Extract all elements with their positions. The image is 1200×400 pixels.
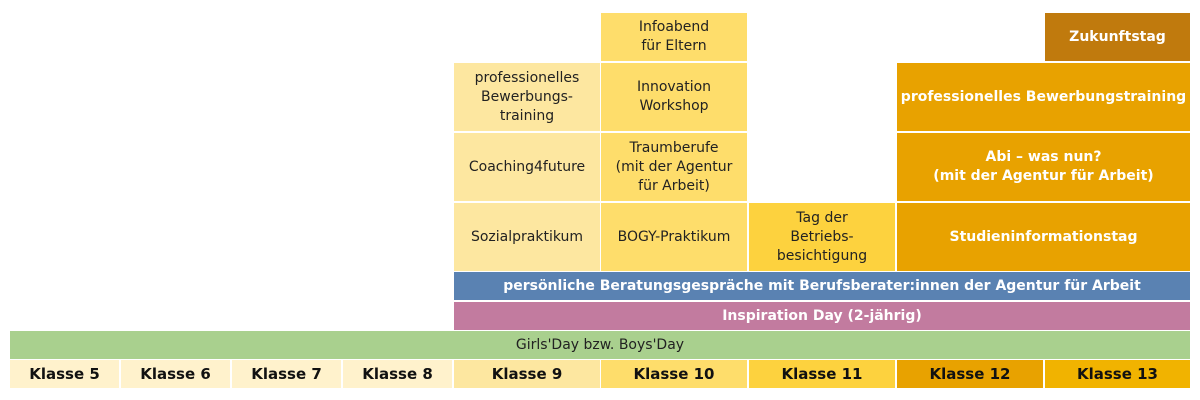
klasse-13-label: Klasse 13 [1076,364,1158,383]
bewerbung-k9-cell: professionelles Bewerbungs- training [454,63,600,131]
klasse-7-header: Klasse 7 [232,360,341,388]
inspiration-day-label: Inspiration Day (2-jährig) [722,307,922,324]
studieninformationstag-label: Studieninformationstag [949,228,1138,245]
betriebsbesichtigung-cell: Tag der Betriebs- besichtigung [749,203,895,271]
abi-was-nun-label: Abi – was nun? (mit der Agentur für Arbe… [933,149,1154,184]
betriebsbesichtigung-label: Tag der Betriebs- besichtigung [776,209,868,264]
klasse-11-header: Klasse 11 [749,360,895,388]
klasse-13-header: Klasse 13 [1045,360,1190,388]
klasse-5-label: Klasse 5 [29,364,100,383]
klasse-12-label: Klasse 12 [929,364,1011,383]
coaching4future-cell: Coaching4future [454,133,600,201]
klasse-12-header: Klasse 12 [897,360,1043,388]
klasse-9-header: Klasse 9 [454,360,600,388]
traumberufe-label: Traumberufe (mit der Agentur für Arbeit) [615,139,733,194]
bogy-praktikum-label: BOGY-Praktikum [617,228,731,245]
beratung-label: persönliche Beratungsgespräche mit Beruf… [503,277,1141,294]
inspiration-day-bar: Inspiration Day (2-jährig) [454,302,1190,330]
klasse-5-header: Klasse 5 [10,360,119,388]
bogy-praktikum-cell: BOGY-Praktikum [601,203,747,271]
innovation-workshop-cell: Innovation Workshop [601,63,747,131]
infoabend-label: Infoabend für Eltern [638,19,710,54]
girlsday-bar: Girls'Day bzw. Boys'Day [10,331,1190,359]
zukunftstag-cell: Zukunftstag [1045,13,1190,61]
innovation-workshop-label: Innovation Workshop [636,79,712,114]
klasse-8-header: Klasse 8 [343,360,452,388]
beratung-bar: persönliche Beratungsgespräche mit Beruf… [454,272,1190,300]
sozialpraktikum-cell: Sozialpraktikum [454,203,600,271]
traumberufe-cell: Traumberufe (mit der Agentur für Arbeit) [601,133,747,201]
klasse-7-label: Klasse 7 [251,364,322,383]
klasse-6-header: Klasse 6 [121,360,230,388]
klasse-9-label: Klasse 9 [491,364,563,383]
girlsday-label: Girls'Day bzw. Boys'Day [515,336,685,353]
bewerbung-k12-cell: professionelles Bewerbungstraining [897,63,1190,131]
bewerbung-k9-label: professionelles Bewerbungs- training [474,69,580,124]
abi-was-nun-cell: Abi – was nun? (mit der Agentur für Arbe… [897,133,1190,201]
klasse-6-label: Klasse 6 [140,364,211,383]
klasse-11-label: Klasse 11 [781,364,863,383]
studieninformationstag-cell: Studieninformationstag [897,203,1190,271]
infoabend-cell: Infoabend für Eltern [601,13,747,61]
bewerbung-k12-label: professionelles Bewerbungstraining [900,88,1187,105]
coaching4future-label: Coaching4future [468,158,586,175]
klasse-10-label: Klasse 10 [633,364,715,383]
klasse-8-label: Klasse 8 [362,364,433,383]
klasse-10-header: Klasse 10 [601,360,747,388]
sozialpraktikum-label: Sozialpraktikum [470,228,584,245]
zukunftstag-label: Zukunftstag [1069,28,1166,45]
